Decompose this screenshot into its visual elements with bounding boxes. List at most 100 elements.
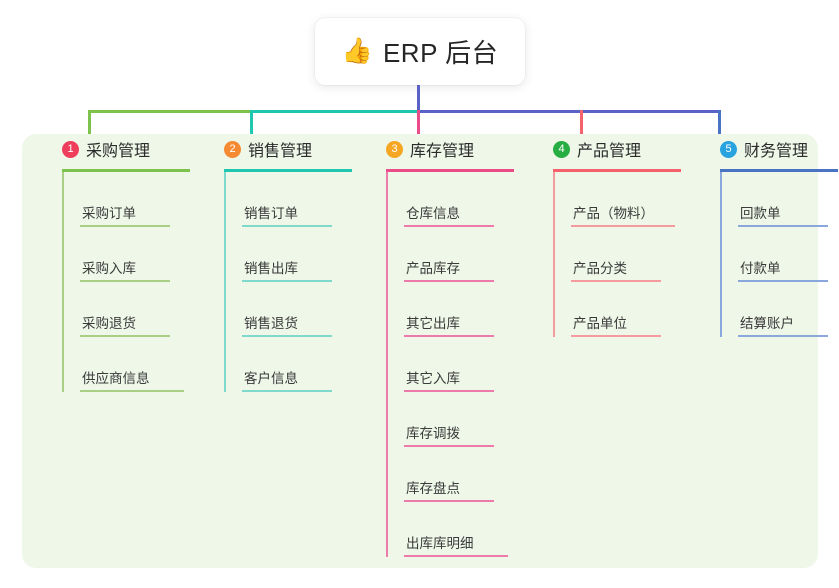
branch-column-1: 1 采购管理采购订单采购入库采购退货供应商信息 [44, 134, 204, 392]
leaf-item[interactable]: 付款单 [720, 227, 839, 282]
leaf-underline [404, 390, 494, 392]
thumbs-up-emoji: 👍 [341, 37, 373, 65]
leaf-label: 其它入库 [406, 371, 460, 386]
leaf-underline [242, 335, 332, 337]
leaf-label: 采购退货 [82, 316, 136, 331]
branch-badge-4: 4 [553, 140, 570, 158]
branch-header-库存管理[interactable]: 3 库存管理 [368, 134, 533, 164]
leaf-label: 客户信息 [244, 371, 298, 386]
leaf-label: 产品分类 [573, 261, 627, 276]
leaf-item[interactable]: 采购退货 [62, 282, 204, 337]
root-node[interactable]: 👍 ERP 后台 [315, 18, 525, 85]
branch-leaf-list: 采购订单采购入库采购退货供应商信息 [44, 172, 204, 392]
leaf-label: 供应商信息 [82, 371, 150, 386]
leaf-item[interactable]: 出库库明细 [386, 502, 533, 557]
leaf-label: 其它出库 [406, 316, 460, 331]
leaf-underline [404, 445, 494, 447]
leaf-item[interactable]: 库存调拨 [386, 392, 533, 447]
branch-badge-3: 3 [386, 140, 403, 158]
leaf-label: 产品单位 [573, 316, 627, 331]
branch-title: 产品管理 [577, 143, 642, 160]
leaf-label: 销售出库 [244, 261, 298, 276]
branch-leaf-list: 仓库信息产品库存其它出库其它入库库存调拨库存盘点出库库明细 [368, 172, 533, 557]
leaf-item[interactable]: 回款单 [720, 172, 839, 227]
leaf-item[interactable]: 客户信息 [224, 337, 366, 392]
leaf-label: 产品（物料） [573, 206, 654, 221]
leaf-underline [242, 280, 332, 282]
branch-title: 财务管理 [744, 143, 809, 160]
leaf-underline [571, 225, 675, 227]
leaf-label: 产品库存 [406, 261, 460, 276]
branch-spine [553, 172, 555, 337]
leaf-underline [404, 225, 494, 227]
branch-column-3: 3 库存管理仓库信息产品库存其它出库其它入库库存调拨库存盘点出库库明细 [368, 134, 533, 557]
branch-spine [62, 172, 64, 392]
leaf-item[interactable]: 产品分类 [553, 227, 700, 282]
leaf-label: 销售订单 [244, 206, 298, 221]
branch-badge-1: 1 [62, 140, 79, 158]
leaf-underline [242, 390, 332, 392]
leaf-item[interactable]: 产品库存 [386, 227, 533, 282]
branch-leaf-list: 销售订单销售出库销售退货客户信息 [206, 172, 366, 392]
leaf-item[interactable]: 产品（物料） [553, 172, 700, 227]
leaf-item[interactable]: 产品单位 [553, 282, 700, 337]
leaf-item[interactable]: 销售订单 [224, 172, 366, 227]
leaf-item[interactable]: 销售出库 [224, 227, 366, 282]
branch-underline [720, 169, 838, 172]
leaf-underline [242, 225, 332, 227]
leaf-underline [404, 280, 494, 282]
leaf-underline [404, 500, 494, 502]
branch-spine [386, 172, 388, 557]
branch-header-产品管理[interactable]: 4 产品管理 [535, 134, 700, 164]
branch-underline [62, 169, 190, 172]
leaf-underline [80, 280, 170, 282]
leaf-underline [571, 335, 661, 337]
leaf-item[interactable]: 库存盘点 [386, 447, 533, 502]
leaf-label: 结算账户 [740, 316, 794, 331]
leaf-underline [571, 280, 661, 282]
branch-column-4: 4 产品管理产品（物料） 产品分类产品单位 [535, 134, 700, 337]
bus-segment-green [88, 110, 251, 113]
leaf-underline [738, 225, 828, 227]
branch-title: 采购管理 [86, 143, 151, 160]
branch-badge-2: 2 [224, 140, 241, 158]
leaf-underline [738, 335, 828, 337]
bus-segment-teal [250, 110, 418, 113]
leaf-underline [80, 335, 170, 337]
leaf-item[interactable]: 其它出库 [386, 282, 533, 337]
root-title: ERP 后台 [382, 38, 499, 68]
leaf-underline [738, 280, 828, 282]
leaf-item[interactable]: 采购入库 [62, 227, 204, 282]
bus-segment-blue [417, 110, 720, 113]
branch-spine [224, 172, 226, 392]
leaf-item[interactable]: 其它入库 [386, 337, 533, 392]
branch-underline [224, 169, 352, 172]
leaf-underline [80, 390, 184, 392]
leaf-label: 库存盘点 [406, 481, 460, 496]
leaf-underline [404, 335, 494, 337]
branch-underline [386, 169, 514, 172]
leaf-item[interactable]: 销售退货 [224, 282, 366, 337]
leaf-item[interactable]: 仓库信息 [386, 172, 533, 227]
leaf-label: 销售退货 [244, 316, 298, 331]
leaf-item[interactable]: 供应商信息 [62, 337, 204, 392]
leaf-item[interactable]: 采购订单 [62, 172, 204, 227]
leaf-label: 库存调拨 [406, 426, 460, 441]
branch-header-采购管理[interactable]: 1 采购管理 [44, 134, 204, 164]
branch-leaf-list: 产品（物料） 产品分类产品单位 [535, 172, 700, 337]
branch-leaf-list: 回款单付款单结算账户 [702, 172, 839, 337]
root-connector-vertical [417, 85, 420, 112]
leaf-label: 回款单 [740, 206, 781, 221]
leaf-underline [404, 555, 508, 557]
branch-underline [553, 169, 681, 172]
branch-title: 库存管理 [410, 143, 475, 160]
leaf-item[interactable]: 结算账户 [720, 282, 839, 337]
leaf-label: 出库库明细 [406, 536, 474, 551]
branch-spine [720, 172, 722, 337]
